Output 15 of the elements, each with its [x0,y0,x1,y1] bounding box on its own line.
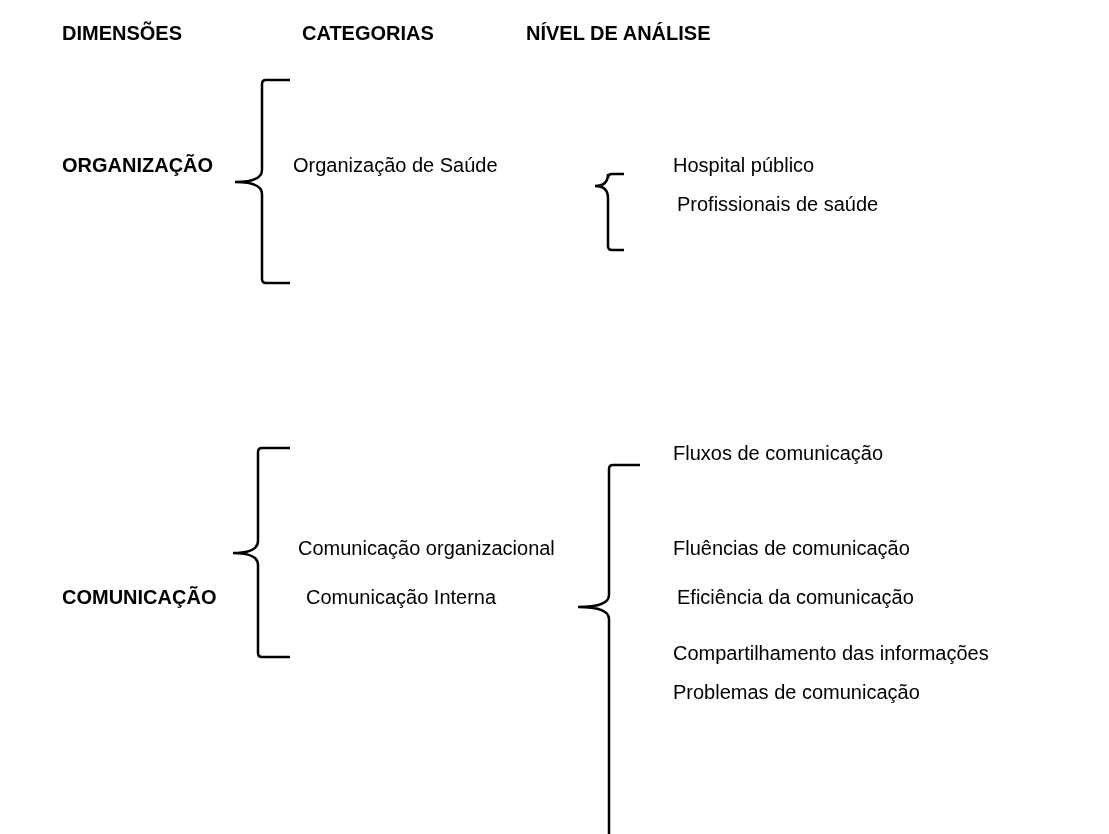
analysis-level-label: Eficiência da comunicação [677,585,914,609]
category-label: Comunicação organizacional [298,536,555,560]
analysis-level-label: Hospital público [673,153,815,177]
column-heading: CATEGORIAS [302,21,434,45]
analysis-level-label: Fluências de comunicação [673,536,910,560]
analysis-level-label: Problemas de comunicação [673,680,920,704]
dimension-label: COMUNICAÇÃO [62,585,217,609]
analysis-level-label: Fluxos de comunicação [673,441,884,465]
dimension-label: ORGANIZAÇÃO [62,153,214,177]
analysis-level-label: Compartilhamento das informações [673,641,989,665]
category-label: Organização de Saúde [293,153,498,177]
column-heading: DIMENSÕES [62,21,183,45]
column-heading: NÍVEL DE ANÁLISE [526,21,711,45]
analysis-level-label: Profissionais de saúde [677,192,879,216]
category-label: Comunicação Interna [306,585,497,609]
